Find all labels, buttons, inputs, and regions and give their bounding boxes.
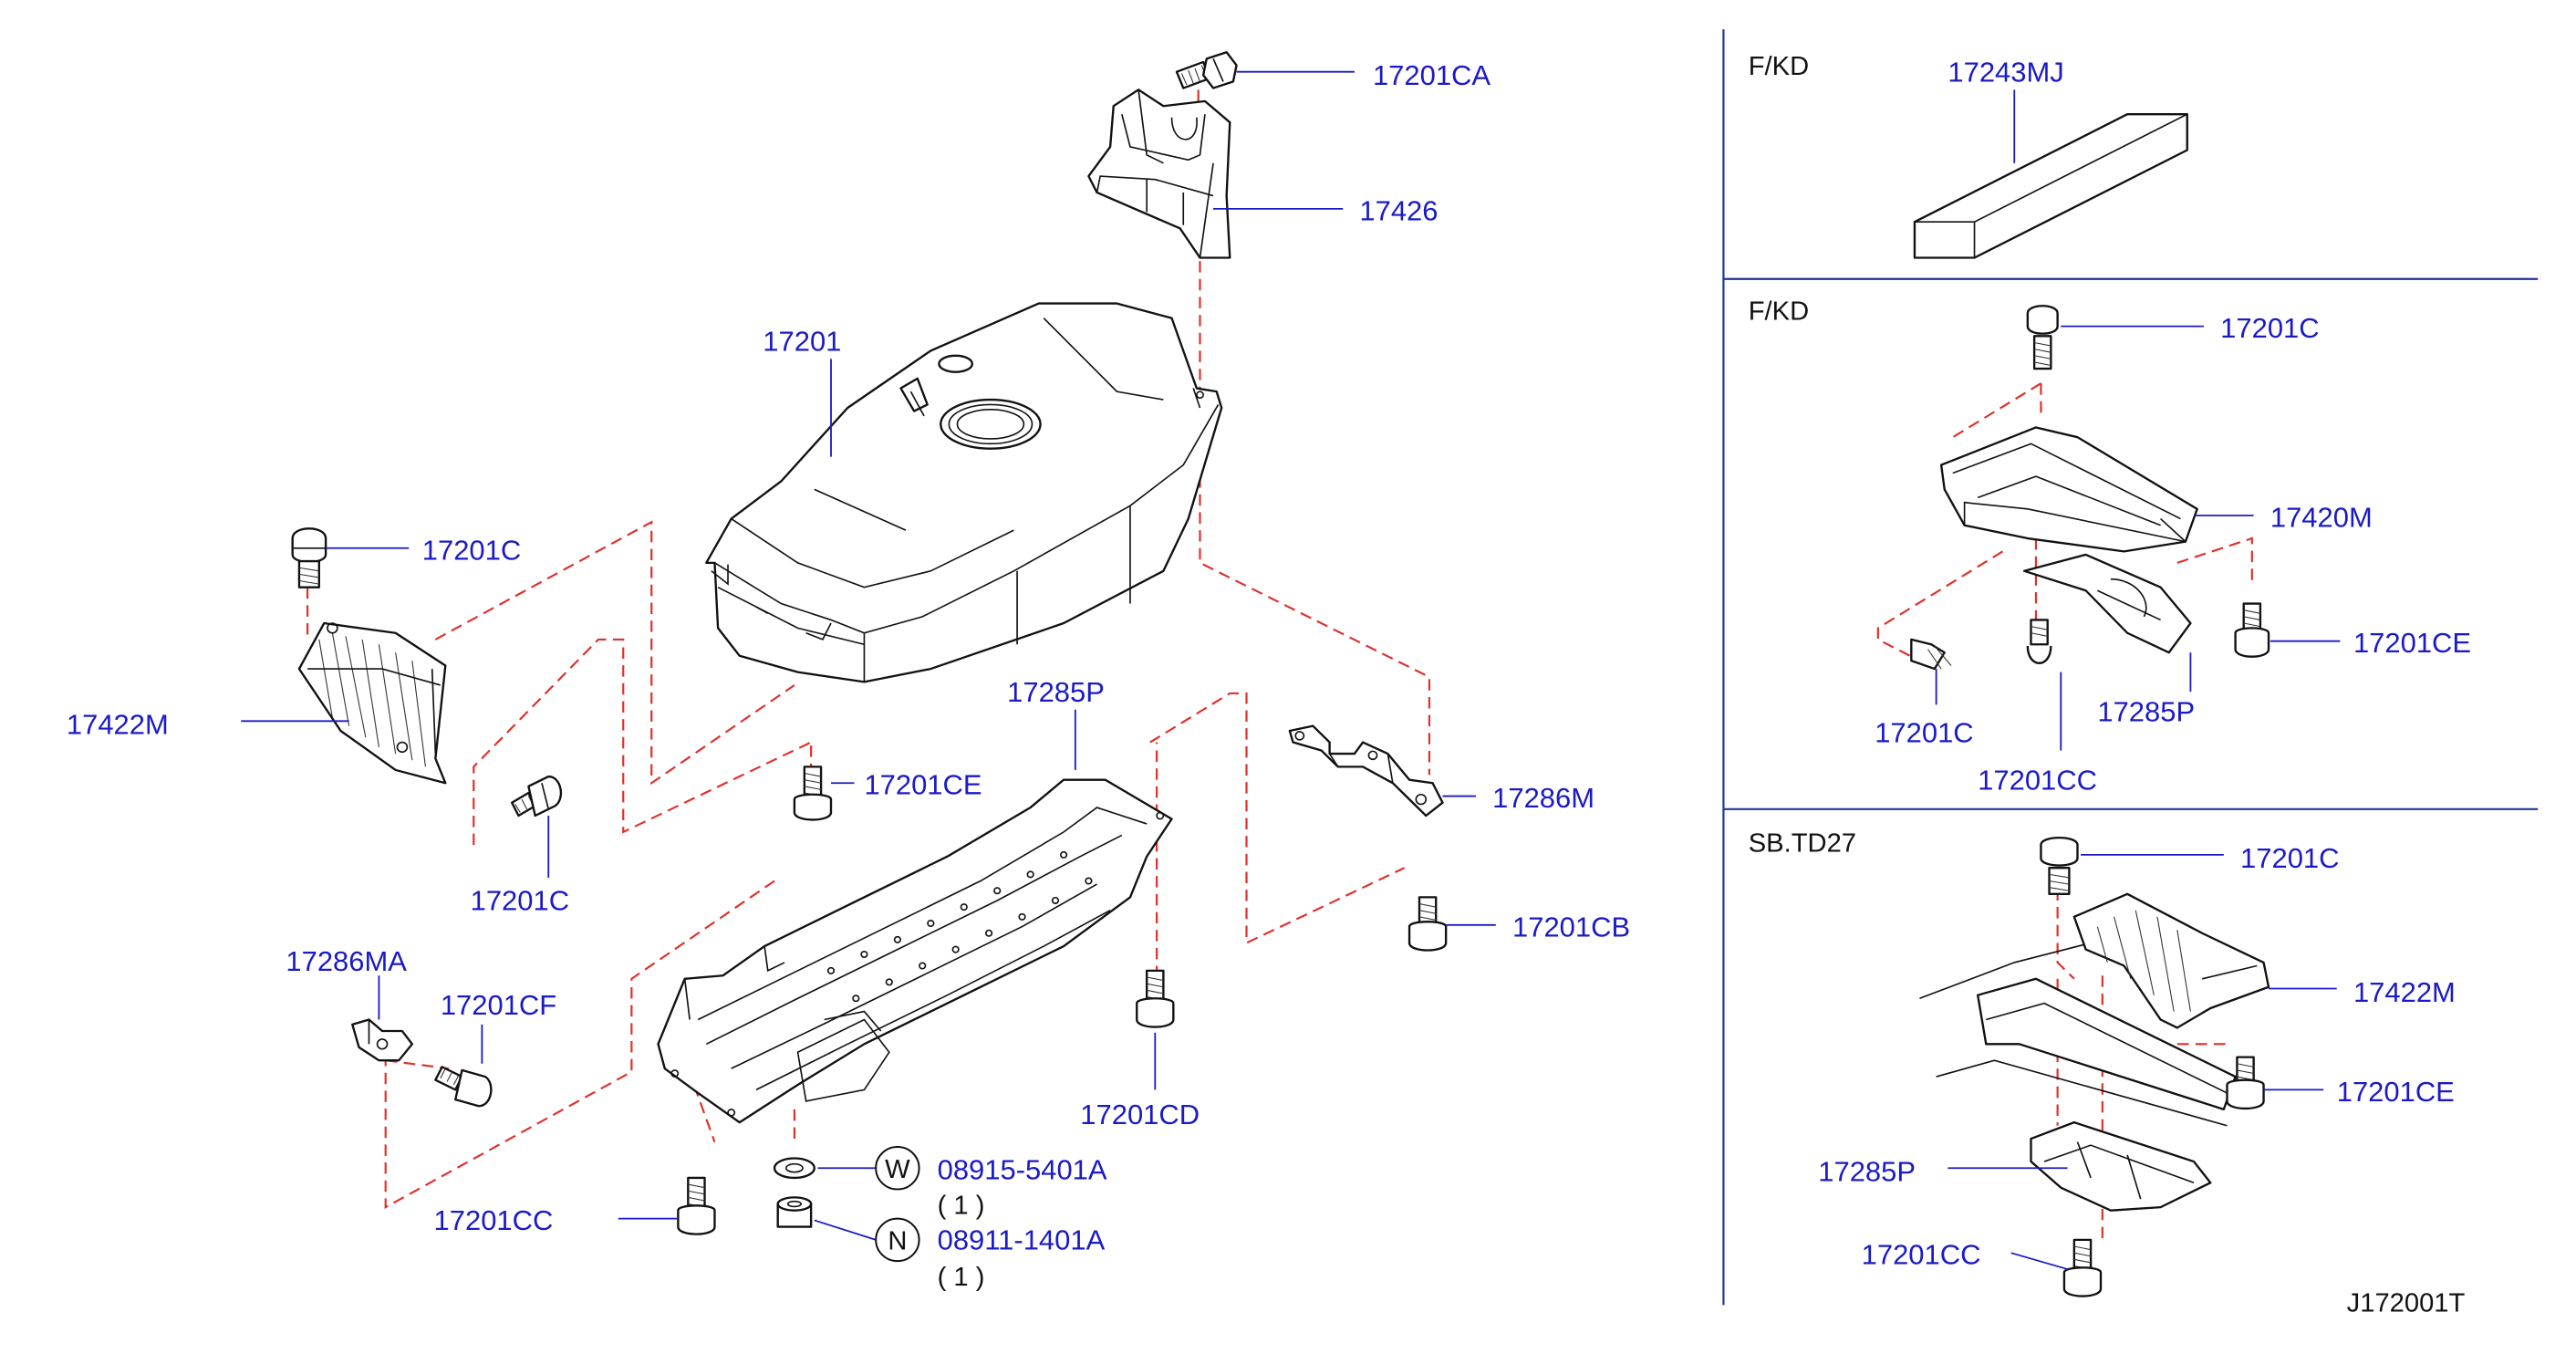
label-17243MJ: 17243MJ bbox=[1948, 57, 2063, 89]
label-17201C: 17201C bbox=[2220, 312, 2319, 344]
label-17201CA: 17201CA bbox=[1373, 59, 1491, 91]
section-title: F/KD bbox=[1749, 297, 1809, 327]
label-17201C-top: 17201C bbox=[422, 535, 521, 567]
label-17201CC: 17201CC bbox=[1862, 1239, 1981, 1271]
washer-08915 bbox=[773, 1157, 815, 1180]
section-fkd-1: F/KD 17243MJ bbox=[1749, 52, 2188, 259]
bolt-17201C-mid bbox=[510, 775, 563, 818]
bolt-17201CD bbox=[1136, 969, 1175, 1028]
bracket-17286MA bbox=[351, 1018, 414, 1062]
label-17286M: 17286M bbox=[1492, 782, 1594, 814]
leader-lines bbox=[241, 70, 1496, 1241]
label-17201: 17201 bbox=[763, 326, 841, 358]
label-17285P: 17285P bbox=[1818, 1156, 1916, 1188]
label-08911-1401A: 08911-1401A bbox=[938, 1224, 1106, 1256]
label-17201CE: 17201CE bbox=[864, 769, 982, 801]
insulator-17422M-left bbox=[297, 621, 447, 785]
label-17201CC: 17201CC bbox=[1978, 765, 2097, 797]
label-17422M: 17422M bbox=[67, 709, 169, 741]
bracket-17426 bbox=[1087, 89, 1231, 259]
label-17285P: 17285P bbox=[2097, 696, 2195, 728]
label-17201CD: 17201CD bbox=[1080, 1099, 1200, 1130]
label-17201C: 17201C bbox=[2240, 842, 2339, 874]
label-17201CF: 17201CF bbox=[441, 989, 556, 1021]
label-17201C: 17201C bbox=[1875, 717, 1973, 749]
washer-quantity: ( 1 ) bbox=[938, 1192, 985, 1221]
section-sbtd27: SB.TD27 17201C bbox=[1749, 829, 2456, 1297]
nut-08911 bbox=[776, 1196, 813, 1228]
diagram-reference-code: J172001T bbox=[2347, 1289, 2466, 1318]
nut-symbol-circle bbox=[875, 1217, 920, 1263]
bolt-17201CA bbox=[1175, 51, 1238, 89]
underguard-holes bbox=[826, 850, 1093, 1003]
bolt-17201CE-mid bbox=[793, 766, 833, 821]
leaders-3 bbox=[1948, 854, 2337, 1270]
washer-symbol: W bbox=[885, 1155, 910, 1184]
section-title: SB.TD27 bbox=[1749, 829, 1856, 859]
nut-symbol: N bbox=[888, 1227, 907, 1256]
label-17422M: 17422M bbox=[2353, 976, 2456, 1008]
fuel-tank-17201 bbox=[705, 302, 1223, 683]
label-17420M: 17420M bbox=[2270, 502, 2373, 534]
bolt-17201CF bbox=[434, 1066, 493, 1108]
label-08915-5401A: 08915-5401A bbox=[938, 1154, 1107, 1186]
label-17285P: 17285P bbox=[1007, 676, 1105, 708]
bracket-17286M bbox=[1288, 724, 1444, 818]
leaders-2 bbox=[1935, 325, 2341, 751]
washer-symbol-circle bbox=[875, 1145, 920, 1191]
bolt-17201CB bbox=[1407, 896, 1448, 952]
label-17201C-mid: 17201C bbox=[471, 885, 569, 917]
nut-quantity: ( 1 ) bbox=[938, 1263, 985, 1292]
dash-lines-2 bbox=[1876, 382, 2253, 662]
label-17201CB: 17201CB bbox=[1512, 911, 1630, 943]
label-17201CC: 17201CC bbox=[434, 1204, 554, 1236]
label-17201CE: 17201CE bbox=[2353, 627, 2471, 659]
bolt-17201C-top bbox=[291, 527, 327, 588]
label-17286MA: 17286MA bbox=[286, 945, 407, 977]
label-17426: 17426 bbox=[1359, 195, 1438, 227]
section-fkd-2: F/KD 1720 bbox=[1749, 297, 2471, 797]
label-17201CE: 17201CE bbox=[2337, 1076, 2455, 1108]
bolt-17201CC-main bbox=[677, 1176, 716, 1235]
underguard-17285P bbox=[657, 778, 1173, 1124]
section-title: F/KD bbox=[1749, 52, 1809, 81]
